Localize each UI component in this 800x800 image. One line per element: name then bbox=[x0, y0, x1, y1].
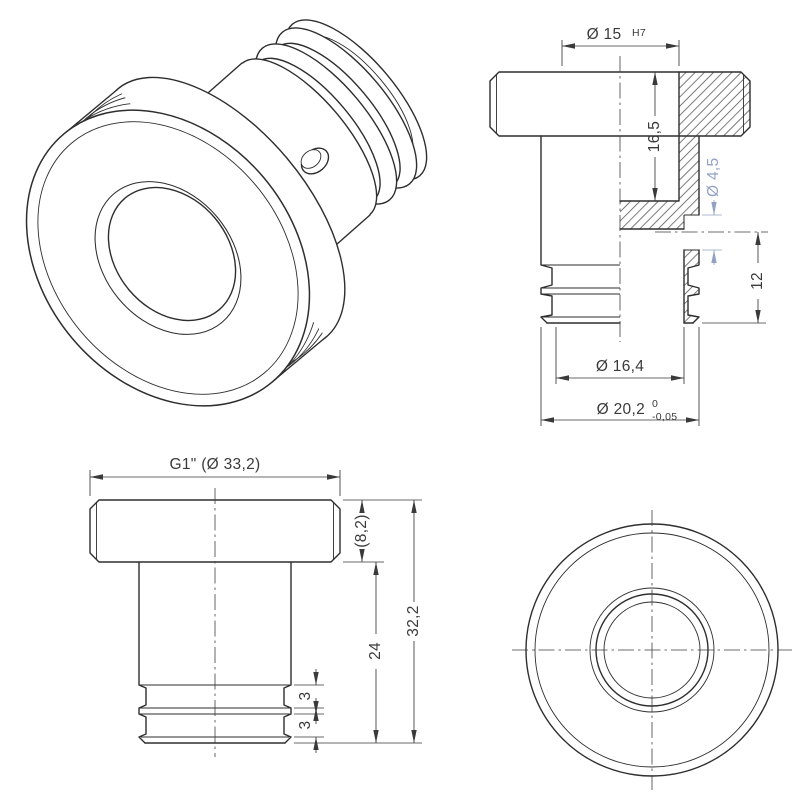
side-view: G1" (Ø 33,2) (8,2) 24 32,2 3 bbox=[89, 456, 422, 757]
dim-bore-diameter-label: Ø 15 bbox=[587, 26, 622, 43]
dim-bore-depth-label: 16,5 bbox=[646, 121, 663, 152]
dim-bore-depth: 16,5 bbox=[646, 72, 663, 201]
dim-outer-diameter: Ø 20,2 0 -0,05 bbox=[540, 327, 700, 426]
dim-counterbore-label: Ø 16,4 bbox=[596, 358, 644, 375]
dim-thread-label: G1" (Ø 33,2) bbox=[170, 456, 261, 473]
dim-flange-height-label: (8,2) bbox=[353, 514, 370, 547]
dim-cross-hole-height-label: 12 bbox=[749, 272, 766, 290]
section-view: Ø 15 H7 16,5 Ø 4,5 12 Ø 16,4 Ø bbox=[489, 26, 768, 426]
iso-flange bbox=[25, 76, 346, 407]
end-view-centerlines bbox=[512, 510, 792, 790]
dim-flange-height: (8,2) bbox=[294, 499, 422, 744]
dim-overall-length-label: 32,2 bbox=[405, 605, 422, 636]
dim-cross-hole-height: 12 bbox=[702, 232, 766, 324]
dim-overall-length: 32,2 bbox=[405, 500, 422, 743]
dim-groove-lower: 3 bbox=[294, 698, 324, 753]
dim-thread: G1" (Ø 33,2) bbox=[89, 456, 341, 496]
dim-body-length: 24 bbox=[367, 562, 384, 743]
section-hatch bbox=[620, 72, 750, 323]
dim-groove-lower-label: 3 bbox=[297, 721, 314, 730]
end-view bbox=[512, 510, 792, 790]
dim-cross-hole-label: Ø 4,5 bbox=[705, 158, 722, 197]
dim-outer-diameter-tol-lower: -0,05 bbox=[652, 411, 677, 423]
dim-cross-hole: Ø 4,5 bbox=[702, 158, 722, 265]
dim-bore: Ø 15 H7 bbox=[561, 26, 680, 66]
section-centerlines bbox=[619, 56, 768, 342]
section-outline bbox=[489, 71, 751, 324]
dim-outer-diameter-tol-upper: 0 bbox=[652, 398, 658, 410]
dim-groove-upper: 3 bbox=[294, 669, 324, 724]
dim-counterbore: Ø 16,4 bbox=[555, 327, 685, 384]
dim-outer-diameter-label: Ø 20,2 bbox=[597, 401, 645, 418]
dim-body-length-label: 24 bbox=[367, 642, 384, 660]
iso-side-hole bbox=[300, 147, 330, 175]
dim-groove-upper-label: 3 bbox=[297, 692, 314, 701]
isometric-view bbox=[25, 19, 428, 407]
dim-bore-fit-label: H7 bbox=[632, 27, 646, 39]
